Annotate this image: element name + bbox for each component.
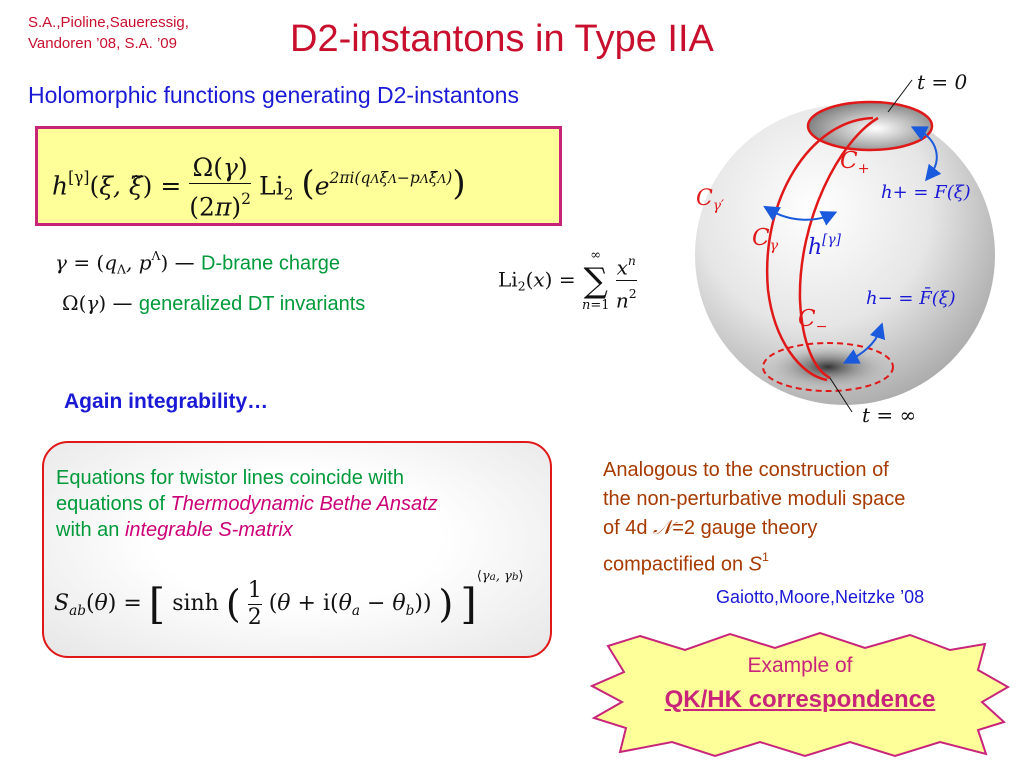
circle-symbol: S	[748, 553, 762, 576]
analogy-line-3-prefix: of 4d	[603, 517, 654, 539]
c-minus-symbol: C	[798, 306, 816, 332]
c-minus-label: C−	[798, 306, 828, 335]
tba-description: Equations for twistor lines coincide wit…	[56, 465, 546, 543]
h-gamma-superscript: [γ]	[822, 232, 841, 248]
c-plus-contour	[806, 100, 934, 152]
h-plus-arrow	[910, 126, 942, 182]
c-plus-label: C+	[840, 148, 870, 177]
analogy-line-4: compactified on S1	[603, 543, 1003, 579]
c-plus-symbol: C	[840, 148, 858, 174]
h-gamma-label: h[γ]	[808, 232, 841, 260]
analogy-line-3-suffix: =2 gauge theory	[672, 517, 818, 539]
slide-subtitle: Holomorphic functions generating D2-inst…	[28, 82, 519, 108]
analogy-text: Analogous to the construction of the non…	[603, 456, 1003, 579]
gamma-description: D-brane charge	[201, 252, 340, 275]
analogy-line-4-prefix: compactified on	[603, 553, 749, 576]
analogy-line-1: Analogous to the construction of	[603, 459, 889, 481]
integrability-heading: Again integrability…	[64, 390, 269, 413]
gmn-reference: Gaiotto,Moore,Neitzke ’08	[716, 587, 925, 607]
c-gamma-prime-contour	[765, 116, 874, 382]
smatrix-formula: Sab(θ) = [ sinh ( 1 2 (θ + i(θa − θb)) )…	[54, 569, 524, 630]
script-n-symbol: 𝒩	[653, 517, 673, 539]
c-gamma-subscript: γ	[769, 237, 779, 254]
tba-line-3: with an integrable S-matrix	[56, 517, 546, 543]
tba-line-2-prefix: equations of	[56, 493, 171, 515]
tba-line-2: equations of Thermodynamic Bethe Ansatz	[56, 491, 546, 517]
callout-burst-shape	[590, 632, 1010, 758]
citation-line-2: Vandoren ’08, S.A. ’09	[28, 35, 177, 52]
h-minus-arrow	[842, 322, 886, 364]
citation-header: S.A.,Pioline,Saueressig, Vandoren ’08, S…	[28, 12, 189, 54]
c-minus-contour	[762, 342, 894, 392]
h-plus-label: h+ = F(ξ)	[881, 182, 971, 203]
dilogarithm-series: Li2(x) = ∞ ∑ n=1 xn n2	[498, 247, 637, 313]
h-gamma-symbol: h	[808, 235, 823, 261]
circle-exponent: 1	[761, 550, 769, 564]
c-gamma-prime-subscript: γ′	[712, 197, 725, 214]
c-gamma-label: Cγ	[752, 225, 778, 254]
h-gamma-arrow	[763, 205, 838, 226]
tba-highlight: Thermodynamic Bethe Ansatz	[170, 493, 438, 515]
c-plus-subscript: +	[857, 160, 870, 177]
holomorphic-function-formula-box: h[γ](ξ, ξ̃) = Ω(γ) (2π)2 Li2 (e2πi(qΛξΛ−…	[35, 126, 562, 226]
t-inf-pointer	[829, 377, 853, 413]
t-zero-pointer	[887, 79, 913, 113]
twistor-sphere-diagram	[695, 79, 995, 413]
t-infinity-label: t = ∞	[862, 403, 917, 427]
c-minus-subscript: −	[815, 318, 828, 335]
smatrix-highlight: integrable S-matrix	[124, 519, 293, 541]
tba-line-1: Equations for twistor lines coincide wit…	[56, 467, 404, 489]
holomorphic-function-formula: h[γ](ξ, ξ̃) = Ω(γ) (2π)2 Li2 (e2πi(qΛξΛ−…	[52, 153, 466, 222]
h-minus-label: h− = F̄(ξ)	[866, 288, 956, 309]
slide-title: D2-instantons in Type IIA	[290, 18, 714, 60]
omega-description: generalized DT invariants	[138, 293, 366, 315]
analogy-line-2: the non-perturbative moduli space	[603, 488, 906, 510]
tba-box: Equations for twistor lines coincide wit…	[42, 441, 552, 658]
c-gamma-prime-symbol: C	[696, 186, 713, 211]
omega-definition: Ω(γ) — generalized DT invariants	[62, 291, 366, 315]
callout-line-2: QK/HK correspondence	[664, 686, 936, 713]
tba-line-3-prefix: with an	[56, 519, 125, 541]
t-zero-label: t = 0	[917, 70, 968, 94]
c-gamma-prime-label: Cγ′	[696, 186, 724, 214]
gamma-definition: γ = (qΛ, pΛ) — D-brane charge	[55, 248, 340, 277]
c-gamma-symbol: C	[752, 225, 770, 251]
analogy-line-3: of 4d 𝒩=2 gauge theory	[603, 514, 1003, 543]
c-gamma-contour	[798, 116, 879, 380]
citation-line-1: S.A.,Pioline,Saueressig,	[28, 14, 189, 31]
callout-line-1: Example of	[747, 654, 853, 677]
